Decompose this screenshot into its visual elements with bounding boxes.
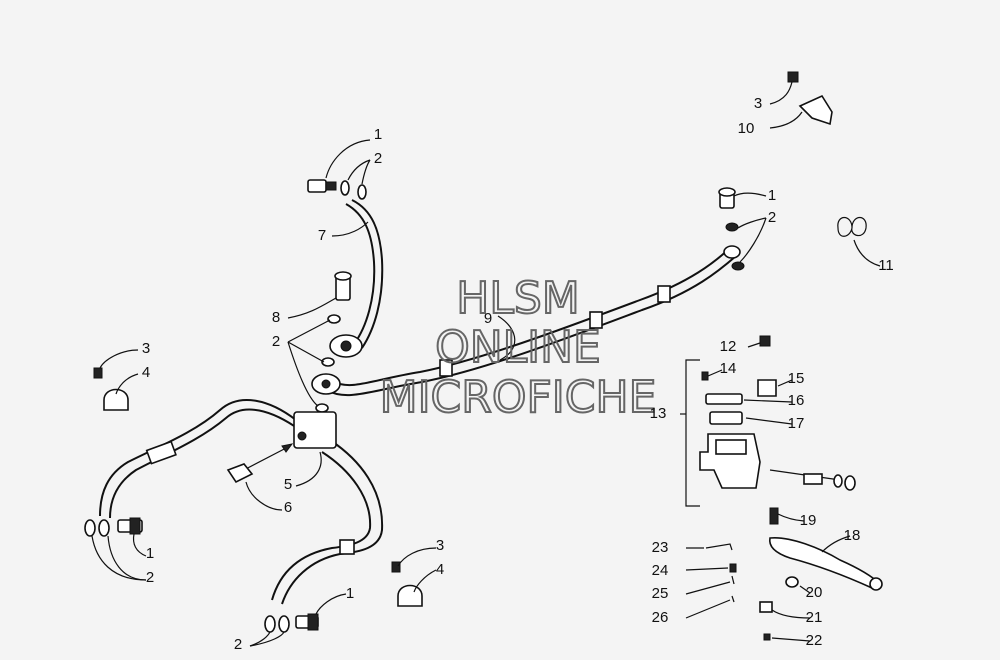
callout-c11: 11 xyxy=(878,257,894,274)
callout-c2e: 2 xyxy=(768,209,776,226)
callout-c22: 22 xyxy=(806,632,823,649)
clamp-4-lower xyxy=(391,561,423,607)
washers-2-upper-right xyxy=(725,222,745,271)
callout-numbers: 1278234956123412310121112141516131719182… xyxy=(142,95,894,653)
callout-c19: 19 xyxy=(800,512,817,529)
callout-c8: 8 xyxy=(272,309,280,326)
callout-c6: 6 xyxy=(284,499,292,516)
callout-c21: 21 xyxy=(806,609,823,626)
callout-c23: 23 xyxy=(652,539,669,556)
callout-c7: 7 xyxy=(318,227,326,244)
tee-block-5 xyxy=(239,411,337,473)
callout-c10: 10 xyxy=(738,120,755,137)
banjo-bolt-1-lower-mid xyxy=(295,613,319,631)
callout-c4b: 4 xyxy=(436,561,444,578)
callout-c5: 5 xyxy=(284,476,292,493)
clamp-4-left xyxy=(93,367,129,411)
brake-lever-18 xyxy=(768,537,883,591)
callout-c12: 12 xyxy=(720,338,737,355)
leader-lines xyxy=(91,81,881,647)
callout-c1a: 1 xyxy=(374,126,382,143)
spring-23 xyxy=(705,543,733,551)
watermark: HLSM ONLINE MICROFICHE xyxy=(379,272,658,424)
callout-c20: 20 xyxy=(806,584,823,601)
bracket-10 xyxy=(787,71,833,126)
callout-c15: 15 xyxy=(788,370,805,387)
callout-c1d: 1 xyxy=(768,187,776,204)
callout-c1c: 1 xyxy=(346,585,354,602)
washers-2-upper-left xyxy=(340,180,367,200)
callout-c9: 9 xyxy=(484,310,492,327)
brake-hose-7 xyxy=(329,199,384,358)
banjo-bolt-1-lower-left xyxy=(117,517,143,535)
callout-c17: 17 xyxy=(788,415,805,432)
brake-hose-lower-left xyxy=(99,398,301,519)
washers-2-mid-left xyxy=(315,314,341,413)
washers-2-lower-mid xyxy=(264,615,290,633)
banjo-bolt-8 xyxy=(334,271,352,301)
pivot-bolt-19 xyxy=(769,507,779,525)
callout-c4a: 4 xyxy=(142,364,150,381)
callout-c16: 16 xyxy=(788,392,805,409)
callout-c26: 26 xyxy=(652,609,669,626)
callout-c13: 13 xyxy=(650,405,667,422)
callout-c18: 18 xyxy=(844,527,861,544)
callout-c14: 14 xyxy=(720,360,737,377)
watermark-line-2: ONLINE xyxy=(435,322,601,373)
callout-c3b: 3 xyxy=(436,537,444,554)
banjo-bolt-1-upper-left xyxy=(307,179,337,193)
washers-2-lower-left xyxy=(84,519,110,537)
spring-25 xyxy=(731,575,735,585)
callout-c2d: 2 xyxy=(234,636,242,653)
callout-c3c: 3 xyxy=(754,95,762,112)
callout-c2a: 2 xyxy=(374,150,382,167)
cotter-26 xyxy=(731,595,735,603)
brake-hose-lower-right xyxy=(271,439,384,605)
pin-24 xyxy=(729,563,737,573)
callout-c24: 24 xyxy=(652,562,669,579)
watermark-line-3: MICROFICHE xyxy=(380,372,657,423)
callout-c1b: 1 xyxy=(146,545,154,562)
callout-c2c: 2 xyxy=(146,569,154,586)
washer-20 xyxy=(785,576,799,588)
clip-11 xyxy=(837,216,867,237)
callout-c2b: 2 xyxy=(272,333,280,350)
screw-22 xyxy=(763,633,771,641)
callout-c25: 25 xyxy=(652,585,669,602)
brake-hose-9 xyxy=(311,245,741,397)
bolt-6 xyxy=(226,463,254,484)
switch-21 xyxy=(759,601,773,613)
callout-c3a: 3 xyxy=(142,340,150,357)
master-cylinder-13 xyxy=(685,335,856,507)
watermark-line-1: HLSM xyxy=(456,273,580,324)
banjo-bolt-1-upper-right xyxy=(718,187,736,209)
